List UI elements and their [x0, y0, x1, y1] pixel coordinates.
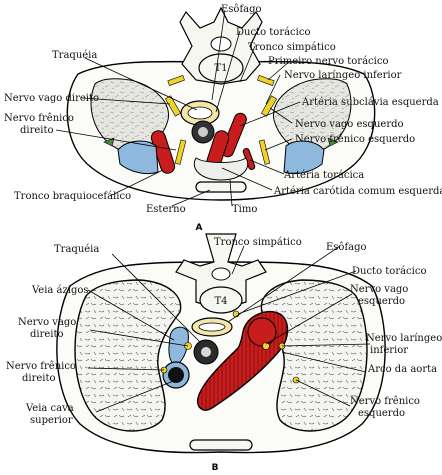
label-a-timo: Timo	[232, 204, 257, 215]
left-lung-b	[260, 279, 368, 432]
label-a-nervo-vago-esquerdo: Nervo vago esquerdo	[295, 119, 404, 130]
panel-a-leaders	[55, 9, 301, 207]
left-subclavian-artery-a	[221, 112, 247, 158]
panel-a: T1	[4, 4, 442, 233]
left-lung-apex	[273, 78, 352, 153]
label-b-nervo-frenico-esquerdo-2: esquerdo	[358, 408, 405, 419]
label-b-traqueia: Traquéia	[54, 244, 99, 255]
right-lung-b	[74, 279, 182, 432]
right-phrenic-nerve-a	[174, 139, 187, 165]
sternum-a	[195, 181, 247, 193]
label-b-nervo-frenico-direito-2: direito	[22, 373, 56, 384]
label-b-veia-azigos: Veia ázigos	[31, 285, 89, 296]
vertebra-t4: T4	[175, 233, 267, 314]
left-vagus-nerve-a	[260, 95, 278, 117]
panel-b-marker: B	[212, 463, 219, 473]
panel-b: T4	[6, 233, 442, 473]
trachea-b-lumen	[201, 347, 211, 357]
right-vagus-nerve-a	[164, 95, 182, 117]
label-a-traqueia: Traquéia	[52, 50, 97, 61]
label-a-esofago: Esôfago	[221, 4, 262, 15]
first-thoracic-nerve-a	[257, 74, 275, 86]
label-a-tronco-simpatico: Tronco simpático	[248, 42, 336, 53]
right-green-mark-a	[103, 137, 115, 147]
label-a-nervo-laringeo-inferior: Nervo laríngeo inferior	[284, 70, 402, 81]
sternum-b	[189, 439, 253, 451]
vertebra-t4-label: T4	[214, 296, 227, 307]
label-b-nervo-laringeo-2: inferior	[370, 345, 408, 356]
label-b-tronco-simpatico: Tronco simpático	[214, 237, 302, 248]
aortic-arch-b-wall-top	[247, 317, 277, 347]
label-b-ducto-toracico: Ducto torácico	[352, 266, 426, 277]
label-b-veia-cava-1: Veia cava	[25, 403, 74, 414]
superior-vena-cava-b-inner	[168, 367, 184, 383]
label-a-arteria-carotida: Artéria carótida comum esquerda	[273, 186, 442, 197]
esophagus-b-lumen	[198, 322, 226, 332]
label-a-esterno: Esterno	[146, 204, 186, 215]
trachea-a-lumen	[187, 106, 213, 120]
label-b-nervo-frenico-esquerdo-1: Nervo frênico	[350, 396, 420, 407]
right-brachiocephalic-vein-a	[117, 140, 159, 175]
label-a-arteria-toracica: Artéria torácica	[283, 170, 364, 181]
label-b-nervo-frenico-direito-1: Nervo frênico	[6, 361, 76, 372]
left-green-mark-a	[327, 137, 339, 147]
label-a-ducto-toracico: Ducto torácico	[236, 27, 310, 38]
label-b-esofago: Esôfago	[326, 242, 367, 253]
vertebra-t1-label: T1	[214, 63, 227, 74]
esophagus-a-lumen	[198, 127, 208, 137]
label-a-primeiro-nervo-toracico: Primeiro nervo torácico	[268, 56, 388, 67]
panel-a-marker: A	[196, 223, 203, 233]
left-phrenic-nerve-a	[258, 139, 271, 165]
first-thoracic-nerve-a-right	[167, 74, 185, 86]
vertebra-t1: T1	[179, 6, 263, 85]
label-b-nervo-vago-direito-1: Nervo vago	[18, 317, 76, 328]
label-a-arteria-subclavia-esquerda: Artéria subclávia esquerda	[301, 97, 439, 108]
label-a-nervo-frenico-direito-1: Nervo frênico	[4, 113, 74, 124]
left-brachiocephalic-vein-a	[283, 140, 325, 175]
label-b-nervo-laringeo-1: Nervo laríngeo	[366, 333, 442, 344]
label-b-nervo-vago-direito-2: direito	[30, 329, 64, 340]
label-b-arco-aorta: Arco da aorta	[367, 364, 437, 375]
label-a-tronco-braquiocefalico: Tronco braquiocefálico	[14, 191, 131, 202]
label-a-nervo-frenico-direito-2: direito	[20, 125, 54, 136]
azygos-vein-b	[168, 326, 189, 367]
label-b-nervo-vago-esquerdo-1: Nervo vago	[350, 284, 408, 295]
left-vagus-nerve-b	[262, 342, 270, 350]
label-a-nervo-vago-direito: Nervo vago direito	[4, 93, 99, 104]
thymus-a	[193, 157, 249, 181]
label-b-nervo-vago-esquerdo-2: esquerdo	[358, 296, 405, 307]
right-lung-apex	[90, 78, 169, 153]
label-b-veia-cava-2: superior	[30, 415, 73, 426]
label-a-nervo-frenico-esquerdo: Nervo frênico esquerdo	[295, 134, 415, 145]
panel-b-leaders	[87, 245, 371, 413]
